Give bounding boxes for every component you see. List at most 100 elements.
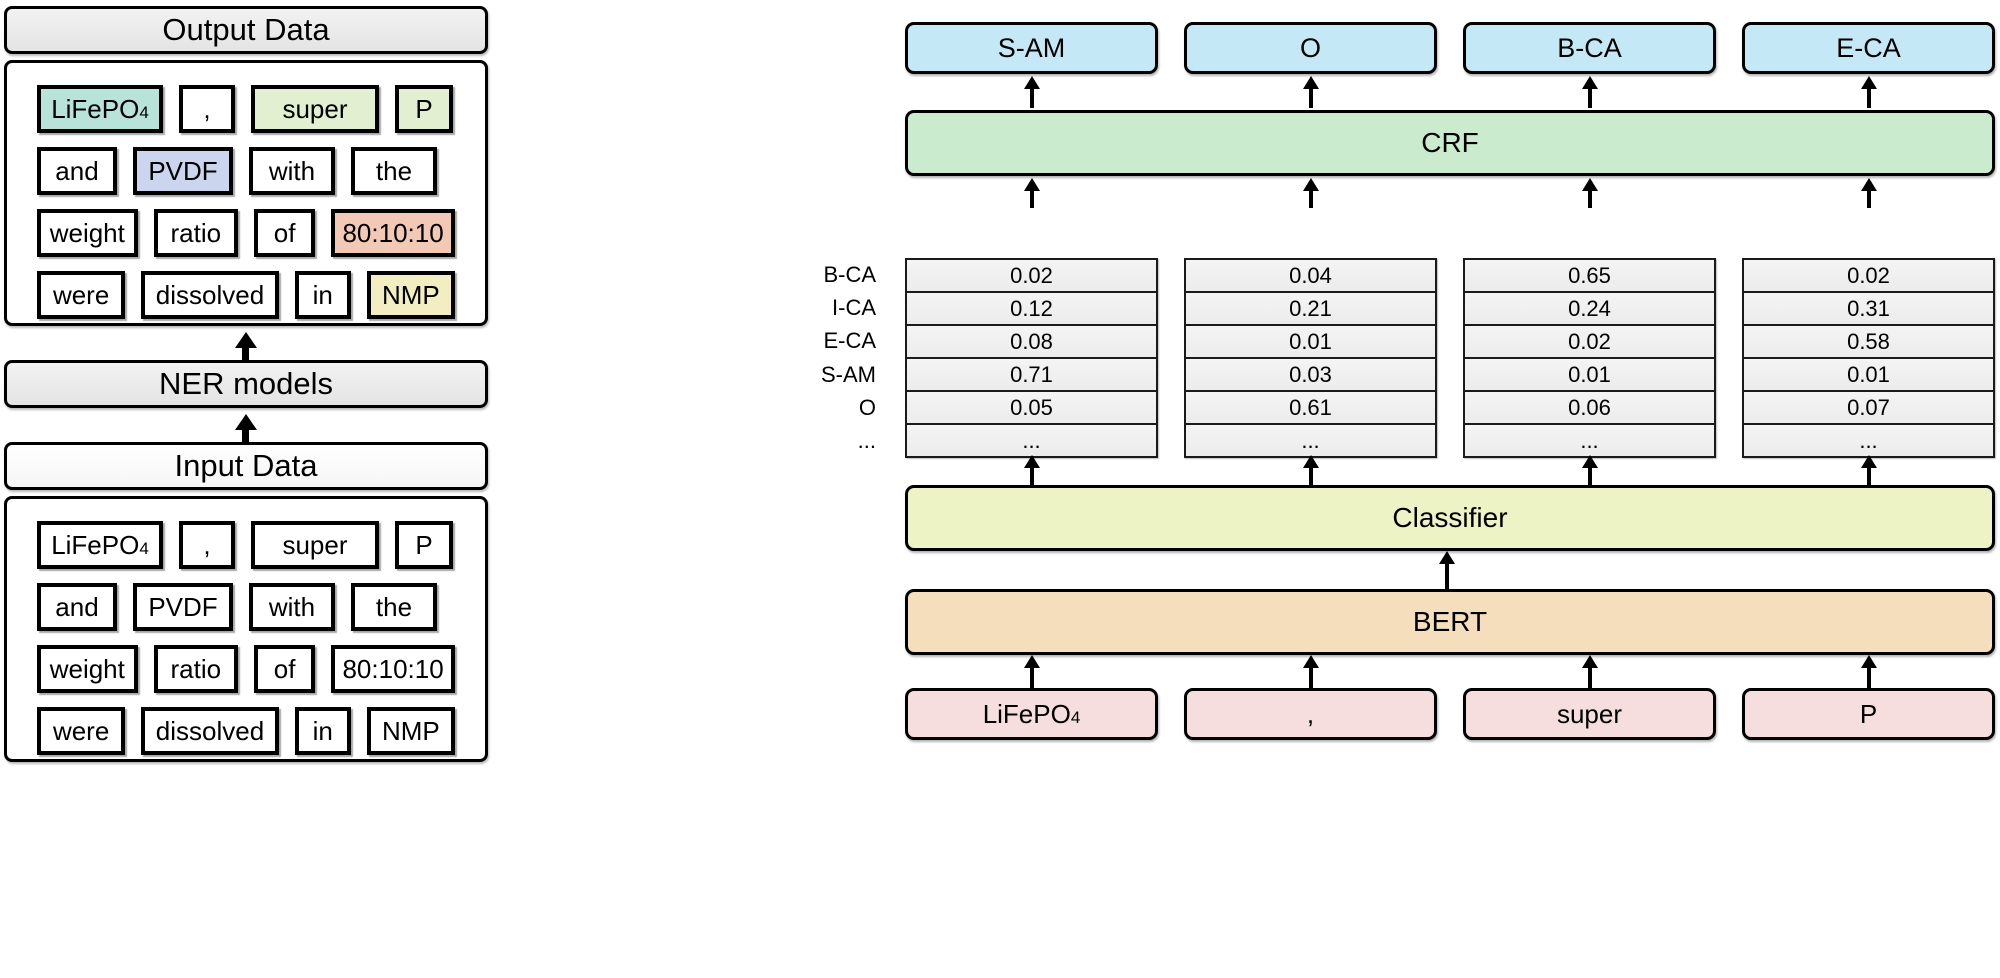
prob-cell-b-ca-3: 0.02 — [1744, 260, 1993, 293]
predicted-tag-s-am[interactable]: S-AM — [905, 22, 1158, 74]
predicted-tag-o[interactable]: O — [1184, 22, 1437, 74]
prob-cell-b-ca-1: 0.04 — [1186, 260, 1435, 293]
input-token[interactable]: in — [294, 707, 351, 755]
output-token[interactable]: with — [249, 147, 335, 195]
token-label: LiFePO — [51, 93, 140, 124]
token-label: ratio — [170, 653, 222, 684]
input-token[interactable]: dissolved — [141, 707, 279, 755]
prob-cell-i-ca-1: 0.21 — [1186, 293, 1435, 326]
token-row: weight ratio of 80:10:10 — [37, 645, 455, 693]
output-token[interactable]: of — [254, 209, 316, 257]
token-label: and — [55, 155, 99, 186]
input-token[interactable]: PVDF — [133, 583, 233, 631]
input-word-2[interactable]: super — [1463, 688, 1716, 740]
token-label: P — [415, 529, 433, 560]
arrow-word-to-bert-0 — [1023, 655, 1040, 688]
input-token[interactable]: P — [395, 521, 453, 569]
output-token[interactable]: were — [37, 271, 126, 319]
prob-cell-i-ca-0: 0.12 — [907, 293, 1156, 326]
prob-row-label-b-ca: B-CA — [823, 261, 876, 287]
prob-row-label-i-ca: I-CA — [832, 294, 876, 320]
prob-row-label-xxx: ... — [857, 428, 876, 454]
output-token[interactable]: , — [179, 85, 235, 133]
input-token[interactable]: the — [351, 583, 437, 631]
prob-cell-o-0: 0.05 — [907, 392, 1156, 425]
output-token[interactable]: super — [251, 85, 379, 133]
output-token[interactable]: the — [351, 147, 437, 195]
output-token[interactable]: dissolved — [141, 271, 279, 319]
token-row: and PVDF with the — [37, 583, 455, 631]
token-label: PVDF — [148, 155, 218, 186]
input-token[interactable]: NMP — [366, 707, 455, 755]
output-token[interactable]: NMP — [366, 271, 455, 319]
prob-cell-e-ca-2: 0.02 — [1465, 326, 1714, 359]
token-row: were dissolved in NMP — [37, 707, 455, 755]
prob-cell-xxx-2: ... — [1465, 425, 1714, 456]
arrow-crf-to-tag-1 — [1302, 76, 1319, 108]
input-word-label: LiFePO — [982, 698, 1071, 729]
input-word-label: , — [1306, 698, 1315, 729]
token-label: of — [273, 217, 296, 248]
bert-layer[interactable]: BERT — [905, 589, 1995, 655]
input-word-subscript: 4 — [1070, 708, 1081, 727]
token-label: LiFePO — [51, 529, 140, 560]
arrow-prob-to-crf-1 — [1302, 178, 1319, 208]
arrow-crf-to-tag-2 — [1581, 76, 1598, 108]
input-word-1[interactable]: , — [1184, 688, 1437, 740]
output-token[interactable]: weight — [37, 209, 138, 257]
input-word-3[interactable]: P — [1742, 688, 1995, 740]
input-token[interactable]: with — [249, 583, 335, 631]
token-row: were dissolved in NMP — [37, 271, 455, 319]
output-token[interactable]: 80:10:10 — [331, 209, 455, 257]
output-token[interactable]: and — [37, 147, 117, 195]
input-token[interactable]: were — [37, 707, 126, 755]
input-word-label: super — [1556, 698, 1623, 729]
prob-cell-xxx-0: ... — [907, 425, 1156, 456]
arrow-prob-to-crf-3 — [1860, 178, 1877, 208]
token-label: weight — [49, 653, 125, 684]
output-data-header: Output Data — [4, 6, 488, 54]
arrow-crf-to-tag-3 — [1860, 76, 1877, 108]
input-token[interactable]: of — [254, 645, 316, 693]
arrow-classifier-to-prob-0 — [1023, 455, 1040, 485]
predicted-tag-e-ca[interactable]: E-CA — [1742, 22, 1995, 74]
arrow-bert-to-classifier — [1434, 551, 1460, 589]
output-token[interactable]: P — [395, 85, 453, 133]
token-subscript: 4 — [139, 103, 149, 122]
prob-cell-b-ca-2: 0.65 — [1465, 260, 1714, 293]
input-token[interactable]: weight — [37, 645, 138, 693]
input-token[interactable]: , — [179, 521, 235, 569]
prob-cell-o-1: 0.61 — [1186, 392, 1435, 425]
token-label: super — [282, 529, 348, 560]
output-token[interactable]: PVDF — [133, 147, 233, 195]
input-token[interactable]: 80:10:10 — [331, 645, 455, 693]
output-token[interactable]: ratio — [153, 209, 238, 257]
input-token[interactable]: ratio — [153, 645, 238, 693]
token-label: with — [268, 591, 316, 622]
token-label: weight — [49, 217, 125, 248]
input-token[interactable]: super — [251, 521, 379, 569]
arrow-ner-to-output — [232, 332, 260, 361]
prob-row-label-s-am: S-AM — [821, 361, 876, 387]
crf-layer[interactable]: CRF — [905, 110, 1995, 176]
prob-cell-e-ca-1: 0.01 — [1186, 326, 1435, 359]
arrow-prob-to-crf-2 — [1581, 178, 1598, 208]
predicted-tag-b-ca[interactable]: B-CA — [1463, 22, 1716, 74]
output-token[interactable]: in — [294, 271, 351, 319]
token-label: 80:10:10 — [342, 217, 444, 248]
input-token[interactable]: and — [37, 583, 117, 631]
prob-cell-i-ca-2: 0.24 — [1465, 293, 1714, 326]
prob-cell-b-ca-0: 0.02 — [907, 260, 1156, 293]
classifier-layer[interactable]: Classifier — [905, 485, 1995, 551]
prob-cell-i-ca-3: 0.31 — [1744, 293, 1993, 326]
